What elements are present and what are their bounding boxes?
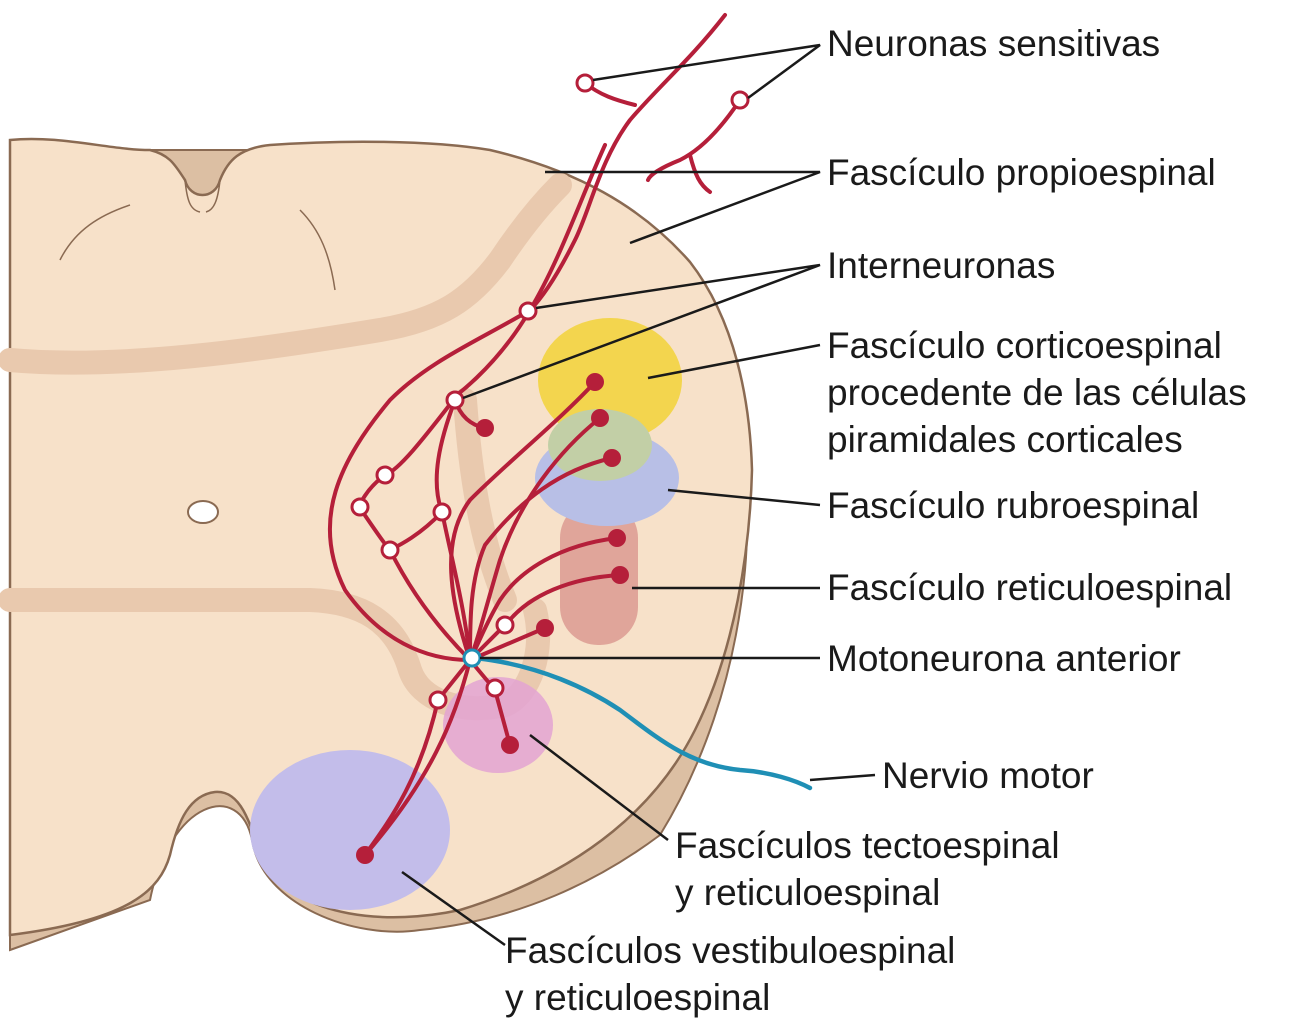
leader-sensory [593,45,820,98]
label-corticospinal-line-1: Fascículo corticoespinal [827,325,1222,366]
terminal-corticospinal [586,373,604,391]
label-vestibulospinal-line-1: Fascículos vestibuloespinal [505,930,955,971]
interneuron-soma-5 [434,504,450,520]
label-anterior-motoneuron: Motoneurona anterior [827,638,1181,679]
terminal-tectospinal [501,736,519,754]
interneuron-soma-9 [487,680,503,696]
sensory-neuron-soma-2 [732,92,748,108]
interneuron-soma-7 [497,617,513,633]
terminal-ventral-1 [536,619,554,637]
interneuron-soma-4 [352,499,368,515]
central-canal [188,501,218,523]
label-tectospinal-line-1: Fascículos tectoespinal [675,825,1060,866]
sensory-neuron-soma-1 [577,75,593,91]
interneuron-soma-1 [520,303,536,319]
terminal-vestibulospinal [356,846,374,864]
label-interneurons: Interneuronas [827,245,1055,286]
label-vestibulospinal-line-2: y reticuloespinal [505,977,770,1018]
leader-motor-nerve [810,775,875,780]
sensory-collateral [690,155,710,192]
label-rubrospinal: Fascículo rubroespinal [827,485,1199,526]
terminal-reticulospinal-1 [608,529,626,547]
label-reticulospinal: Fascículo reticuloespinal [827,567,1232,608]
label-motor-nerve: Nervio motor [882,755,1094,796]
terminal-interneuron [476,419,494,437]
label-corticospinal-line-3: piramidales corticales [827,419,1183,460]
interneuron-soma-3 [377,467,393,483]
label-corticospinal-line-2: procedente de las células [827,372,1247,413]
label-sensory-neurons: Neuronas sensitivas [827,23,1160,64]
terminal-rubrospinal-1 [591,409,609,427]
terminal-reticulospinal-2 [611,566,629,584]
terminal-rubrospinal-2 [603,449,621,467]
label-tectospinal-line-2: y reticuloespinal [675,872,940,913]
interneuron-soma-6 [382,542,398,558]
anterior-motoneuron-soma [464,650,480,666]
label-propriospinal: Fascículo propioespinal [827,152,1216,193]
interneuron-soma-2 [447,392,463,408]
interneuron-soma-8 [430,692,446,708]
